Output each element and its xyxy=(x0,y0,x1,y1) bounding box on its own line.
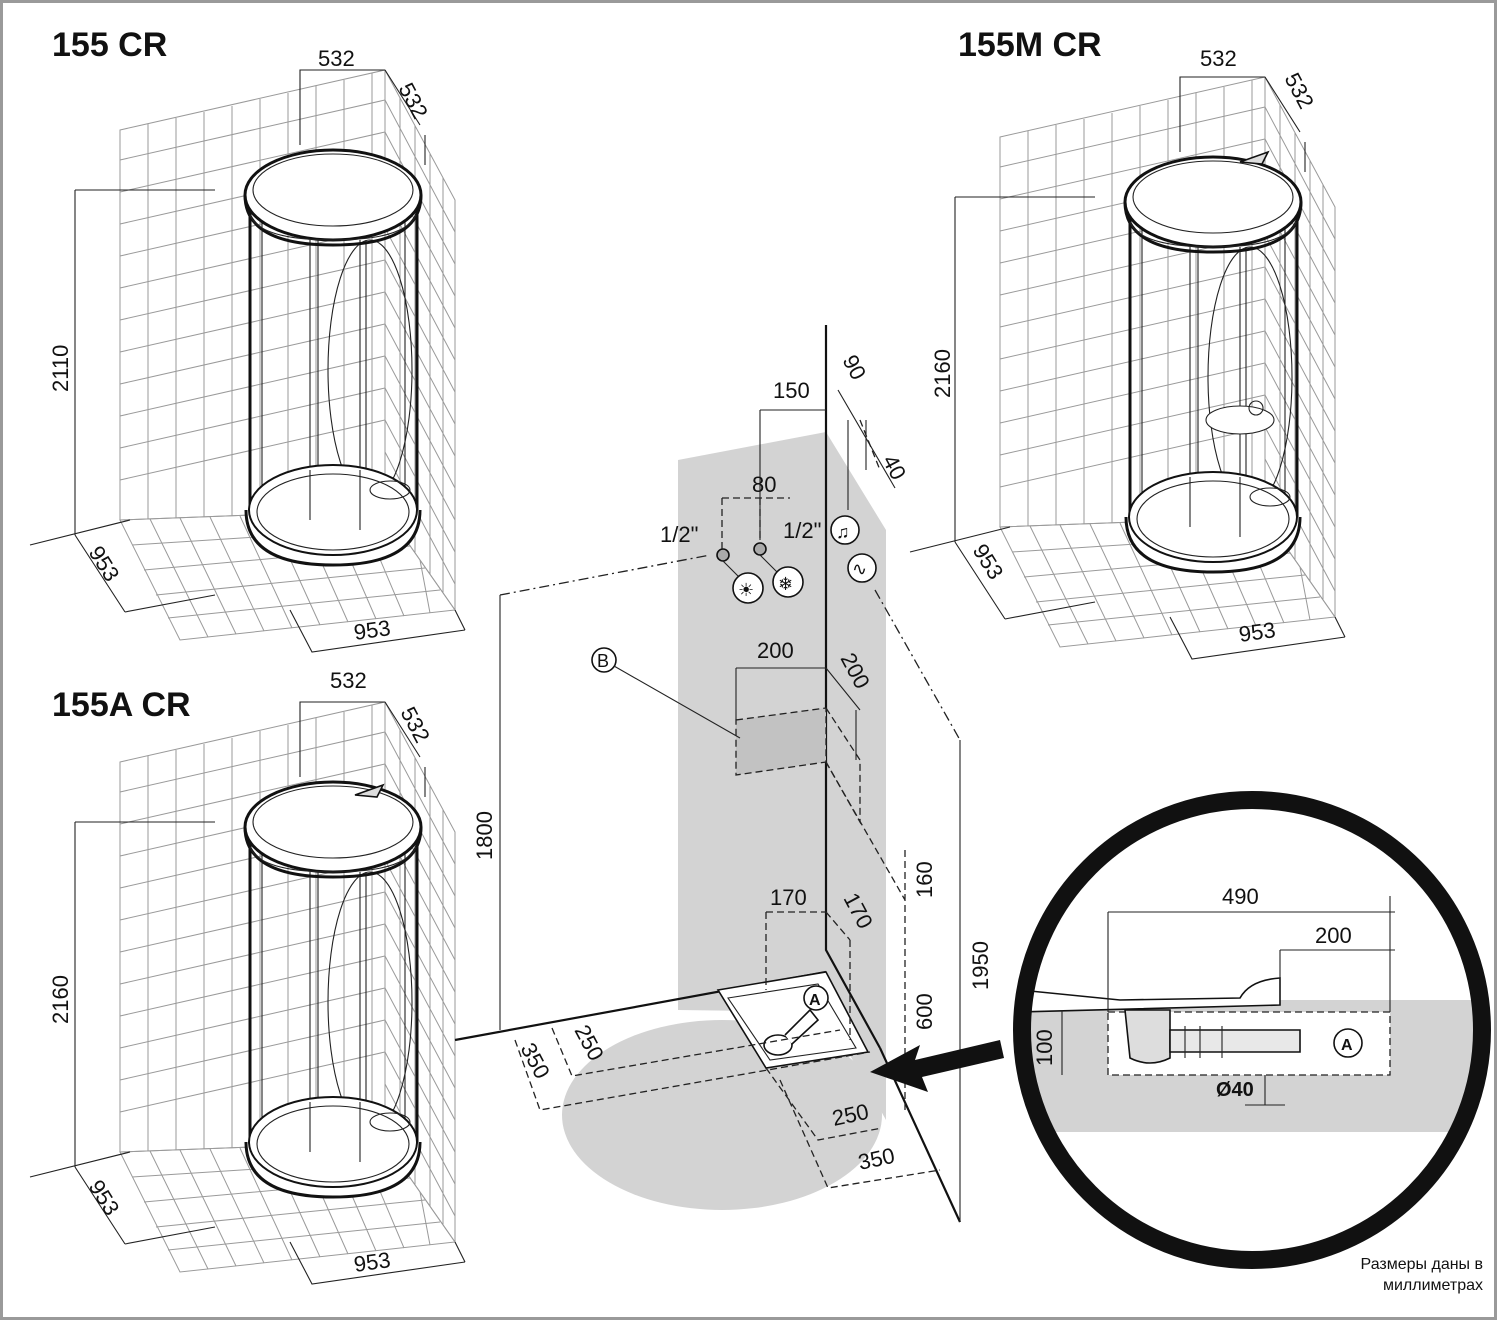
dim-600: 600 xyxy=(912,993,937,1030)
model-155acr-depth-top: 532 xyxy=(396,703,435,747)
dim-40: 40 xyxy=(878,451,912,484)
detail-dim-490: 490 xyxy=(1222,884,1259,909)
hot-water-icon: ☀ xyxy=(738,580,754,600)
dim-350-left: 350 xyxy=(516,1039,555,1083)
model-155cr-floor-right: 953 xyxy=(352,615,392,645)
dim-200-width: 200 xyxy=(757,638,794,663)
model-155acr-drawing: 155A CR 532 532 2160 953 953 xyxy=(28,668,467,1286)
model-155cr-floor-left: 953 xyxy=(84,541,125,585)
cold-water-icon: ❄ xyxy=(778,574,793,594)
model-155acr-height: 2160 xyxy=(48,975,73,1024)
detail-label-a: A xyxy=(1341,1037,1353,1054)
dim-90: 90 xyxy=(838,351,872,384)
model-155mcr-depth-top: 532 xyxy=(1280,69,1319,113)
model-155mcr-height: 2160 xyxy=(930,349,955,398)
installation-plan: A B ☀ ❄ ♫ ∿ xyxy=(454,325,1004,1223)
dim-150: 150 xyxy=(773,378,810,403)
dim-1800: 1800 xyxy=(472,811,497,860)
model-155cr-depth-top: 532 xyxy=(394,79,433,123)
units-note: Размеры даны в миллиметрах xyxy=(1361,1254,1483,1296)
model-155cr-width-top: 532 xyxy=(318,46,355,71)
model-155mcr-drawing: 155M CR 532 532 2160 953 953 xyxy=(908,26,1347,661)
units-note-line2: миллиметрах xyxy=(1382,1277,1483,1294)
dim-170-width: 170 xyxy=(770,885,807,910)
dim-1950: 1950 xyxy=(968,941,993,990)
detail-diameter: Ø40 xyxy=(1216,1079,1254,1101)
model-155mcr-title: 155M CR xyxy=(958,26,1102,64)
model-155acr-title: 155A CR xyxy=(52,686,191,724)
dim-80: 80 xyxy=(752,472,776,497)
model-155mcr-width-top: 532 xyxy=(1200,46,1237,71)
model-155acr-width-top: 532 xyxy=(330,668,367,693)
dim-160: 160 xyxy=(912,861,937,898)
drain-detail: A 490 200 100 Ø40 xyxy=(1013,791,1491,1269)
detail-dim-200: 200 xyxy=(1315,923,1352,948)
units-note-line1: Размеры даны в xyxy=(1360,1256,1483,1273)
pipe-size-left: 1/2" xyxy=(660,522,698,547)
label-b-circle: B xyxy=(597,651,609,671)
model-155mcr-floor-left: 953 xyxy=(968,539,1009,583)
model-155mcr-floor-right: 953 xyxy=(1237,617,1277,647)
model-155cr-drawing: 155 CR 532 532 2110 953 953 xyxy=(28,26,467,654)
model-155cr-height: 2110 xyxy=(48,345,73,392)
model-155acr-floor-left: 953 xyxy=(84,1175,125,1219)
pipe-size-right: 1/2" xyxy=(783,518,821,543)
audio-connection-icon: ♫ xyxy=(836,522,850,542)
power-connection-icon: ∿ xyxy=(852,559,867,579)
model-155cr-title: 155 CR xyxy=(52,26,167,64)
detail-dim-100: 100 xyxy=(1032,1029,1057,1066)
model-155acr-floor-right: 953 xyxy=(352,1247,392,1277)
label-a-circle: A xyxy=(809,992,821,1009)
